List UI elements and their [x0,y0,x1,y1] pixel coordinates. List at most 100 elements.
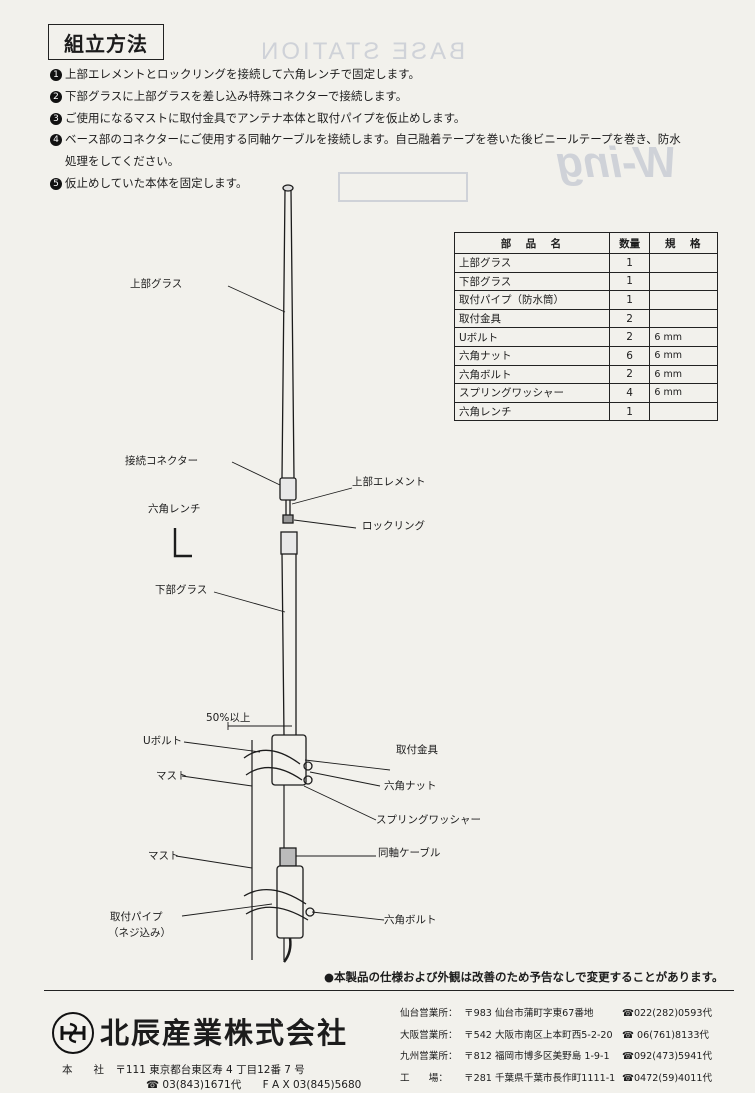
hq-address: 〒111 東京都台東区寿 4 丁目12番 7 号 [115,1064,305,1076]
step-text: ご使用になるマストに取付金具でアンテナ本体と取付パイプを仮止めします。 [65,110,466,125]
company-logo [52,1012,94,1054]
office-address: 〒281 千葉県千葉市長作町1111-1 [464,1072,616,1084]
office-row: 工 場： 〒281 千葉県千葉市長作町1111-1 ☎0472(59)4011代 [400,1068,735,1090]
label-upper-glass: 上部グラス [130,278,183,290]
coax-connector [279,847,297,867]
leader-line [304,759,391,771]
office-tel: ☎0472(59)4011代 [622,1072,713,1084]
leader-line [181,775,253,787]
part-qty: 4 [608,383,651,403]
leader-line [183,741,261,753]
label-connector: 接続コネクター [125,455,199,467]
step-number: 4 [50,134,62,147]
u-bolt-upper [243,749,303,781]
hex-nut [303,775,313,785]
step-text: 処理をしてください。 [65,154,180,169]
header-qty: 数量 [608,232,651,254]
office-name: 大阪営業所： [400,1029,458,1041]
lock-ring [282,514,294,524]
office-tel: ☎092(473)5941代 [622,1051,713,1063]
label-upper-element: 上部エレメント [352,476,426,488]
part-spec [649,290,718,310]
step-number: 2 [50,90,62,103]
company-logo-mark [60,1022,86,1044]
leader-line [175,855,253,869]
part-spec [649,401,718,422]
label-lower-glass: 下部グラス [155,584,208,596]
connector [279,477,297,501]
table-row: 取付パイプ（防水筒）1 [454,290,718,310]
part-name: 取付金具 [454,308,610,329]
office-row: 九州営業所： 〒812 福岡市博多区美野島 1-9-1 ☎092(473)5941代 [400,1046,735,1068]
dimension-line [227,722,292,730]
label-mast-2: マスト [148,850,180,862]
office-row: 仙台営業所： 〒983 仙台市蒲町字東67番地 ☎022(282)0593代 [400,1003,735,1025]
lower-glass [281,553,297,736]
part-spec: 6 mm [649,327,718,347]
office-name: 仙台営業所： [400,1008,458,1019]
office-address: 〒983 仙台市蒲町字東67番地 [464,1008,594,1019]
office-name: 九州営業所： [400,1051,458,1063]
label-u-bolt: Uボルト [143,735,183,747]
step-number: 1 [50,69,62,81]
label-spring-washer: スプリングワッシャー [376,814,481,826]
upper-glass [281,189,295,479]
hq-fax: F A X 03(845)5680 [262,1079,362,1091]
step-text: 下部グラスに上部グラスを差し込み特殊コネクターで接続します。 [65,88,408,103]
label-mount-bracket: 取付金具 [396,744,438,756]
part-name: 取付パイプ（防水筒） [454,290,610,310]
part-spec [649,253,718,273]
part-name: 六角ナット [454,345,610,366]
header-name: 部 品 名 [454,232,610,254]
office-list: 仙台営業所： 〒983 仙台市蒲町字東67番地 ☎022(282)0593代 大阪営… [400,1003,735,1089]
lower-glass-base [280,531,298,555]
mount-pipe [276,865,304,939]
show-through-box [338,172,468,202]
part-name: 六角ボルト [454,364,610,385]
part-qty: 1 [608,271,651,292]
headquarters: 本 社 〒111 東京都台東区寿 4 丁目12番 7 号 ☎ 03(843)16… [62,1063,361,1093]
office-name: 工 場： [400,1072,448,1084]
coax-cable [283,937,292,963]
step-4-continued: 処理をしてください。 [50,151,730,173]
part-spec [649,308,718,329]
section-title: 組立方法 [48,24,164,60]
office-tel: ☎022(282)0593代 [622,1008,713,1019]
leader-line [309,771,381,787]
step-number: 5 [50,177,62,190]
label-hex-wrench: 六角レンチ [148,503,201,515]
label-mount-pipe-note: （ネジ込み） [108,927,171,939]
part-spec: 6 mm [649,383,718,403]
footer-divider [44,990,734,991]
label-mount-pipe: 取付パイプ [110,911,163,923]
hex-wrench-icon [173,528,192,558]
label-mast-1: マスト [156,770,188,782]
label-coax-cable: 同軸ケーブル [378,847,441,859]
hq-tel: ☎ 03(843)1671代 [146,1079,242,1091]
leader-line [231,461,281,486]
part-name: スプリングワッシャー [454,383,610,403]
table-header-row: 部 品 名 数量 規 格 [454,232,718,254]
mount-bracket-upper [271,734,307,786]
leader-line [311,911,385,921]
part-name: 上部グラス [454,253,610,273]
label-hex-nut: 六角ナット [384,780,437,792]
header-spec: 規 格 [649,232,718,254]
office-address: 〒812 福岡市博多区美野島 1-9-1 [464,1051,610,1063]
hex-nut [303,761,313,771]
office-row: 大阪営業所：〒542 大阪市南区上本町西5-2-20☎ 06(761)8133代 [400,1025,735,1047]
hq-label: 本 社 [62,1064,104,1076]
part-spec: 6 mm [649,345,718,366]
leader-line [293,519,357,529]
